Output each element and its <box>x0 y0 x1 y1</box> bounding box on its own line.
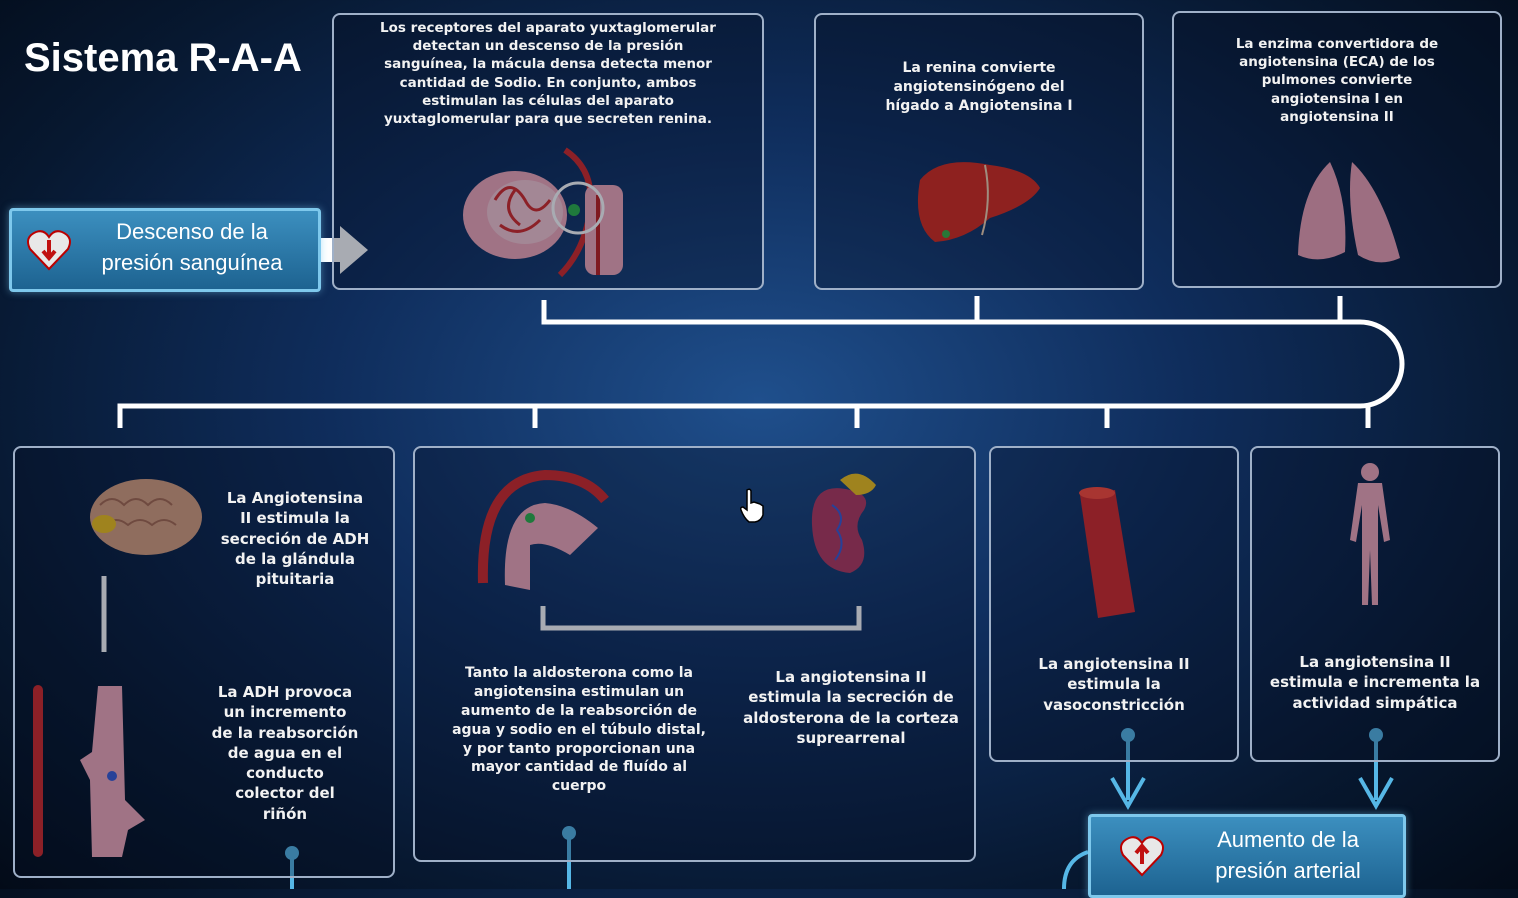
step-renin-secretion: Los receptores del aparato yuxtaglomerul… <box>332 13 764 290</box>
step-angiotensin-ii-text: La enzima convertidora de angiotensina (… <box>1174 35 1500 126</box>
aldosterone-reabsorption-text: Tanto la aldosterona como la angiotensin… <box>429 664 729 796</box>
step-sympathetic: La angiotensina II estimula e incrementa… <box>1250 446 1500 762</box>
step-aldosterone: Tanto la aldosterona como la angiotensin… <box>413 446 976 862</box>
start-callout: Descenso de la presión sanguínea <box>9 208 321 292</box>
sympathetic-text: La angiotensina II estimula e incrementa… <box>1252 652 1498 713</box>
adh-secretion-text: La Angiotensina II estimula la secreción… <box>205 488 385 589</box>
step-angiotensin-i: La renina convierte angiotensinógeno del… <box>814 13 1144 290</box>
end-callout: Aumento de la presión arterial <box>1088 814 1406 898</box>
hand-cursor-icon <box>738 488 768 528</box>
start-callout-label: Descenso de la presión sanguínea <box>82 217 302 279</box>
adh-reabsorption-text: La ADH provoca un incremento de la reabs… <box>195 682 375 824</box>
vasoconstriction-text: La angiotensina II estimula la vasoconst… <box>991 654 1237 715</box>
step-angiotensin-i-text: La renina convierte angiotensinógeno del… <box>816 59 1142 116</box>
end-callout-label: Aumento de la presión arterial <box>1183 825 1393 887</box>
page-title: Sistema R-A-A <box>24 36 302 81</box>
top-connector <box>120 296 1402 428</box>
step-adh: La Angiotensina II estimula la secreción… <box>13 446 395 878</box>
step-vasoconstriction: La angiotensina II estimula la vasoconst… <box>989 446 1239 762</box>
aldosterone-secretion-text: La angiotensina II estimula la secreción… <box>731 667 971 748</box>
heart-up-icon <box>1119 835 1165 881</box>
step-angiotensin-ii: La enzima convertidora de angiotensina (… <box>1172 11 1502 288</box>
step-renin-secretion-text: Los receptores del aparato yuxtaglomerul… <box>334 19 762 128</box>
heart-down-icon <box>26 229 72 275</box>
